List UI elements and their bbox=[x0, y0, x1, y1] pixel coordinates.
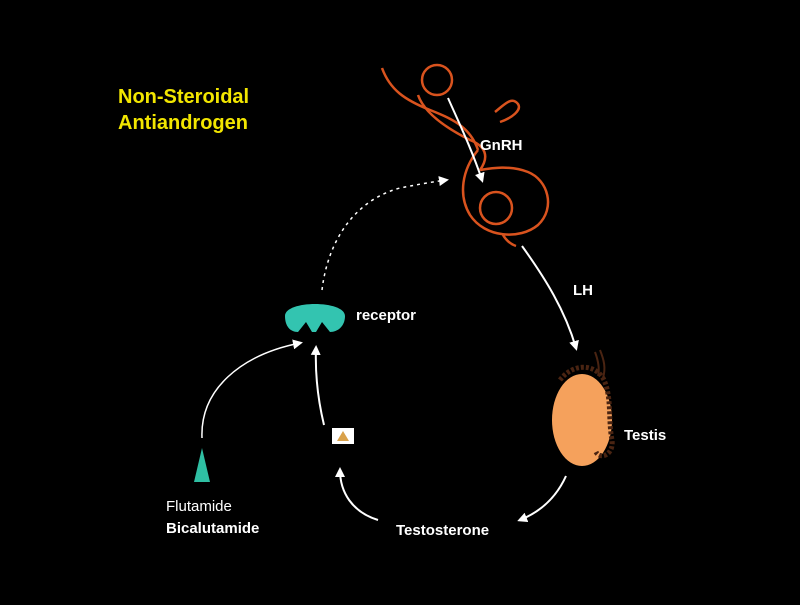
title-line-1: Non-Steroidal bbox=[118, 86, 250, 108]
title-line-2: Antiandrogen bbox=[118, 112, 248, 134]
label-flutamide: Flutamide bbox=[166, 498, 232, 515]
hypothalamus-pituitary bbox=[380, 63, 550, 248]
testosterone-marker bbox=[332, 428, 354, 444]
drug-to-receptor-arrow bbox=[201, 339, 303, 439]
antiandrogen-drug-marker bbox=[194, 448, 210, 482]
marker-to-receptor-arrow bbox=[310, 345, 325, 426]
label-testosterone: Testosterone bbox=[396, 522, 490, 539]
label-receptor: receptor bbox=[356, 307, 417, 324]
label-gnrh: GnRH bbox=[480, 137, 523, 154]
testis-organ bbox=[552, 349, 615, 466]
label-lh: LH bbox=[573, 282, 593, 299]
gnrh-arrow bbox=[447, 97, 485, 183]
lh-arrow bbox=[521, 245, 579, 351]
testosterone-to-marker-arrow bbox=[335, 467, 379, 521]
label-bicalutamide: Bicalutamide bbox=[166, 520, 260, 537]
receptor-shape bbox=[285, 304, 345, 332]
diagram-title: Non-Steroidal Antiandrogen bbox=[118, 84, 249, 136]
feedback-arrow bbox=[321, 176, 449, 291]
testis-to-testosterone-arrow bbox=[517, 475, 567, 523]
label-testis: Testis bbox=[624, 427, 667, 444]
